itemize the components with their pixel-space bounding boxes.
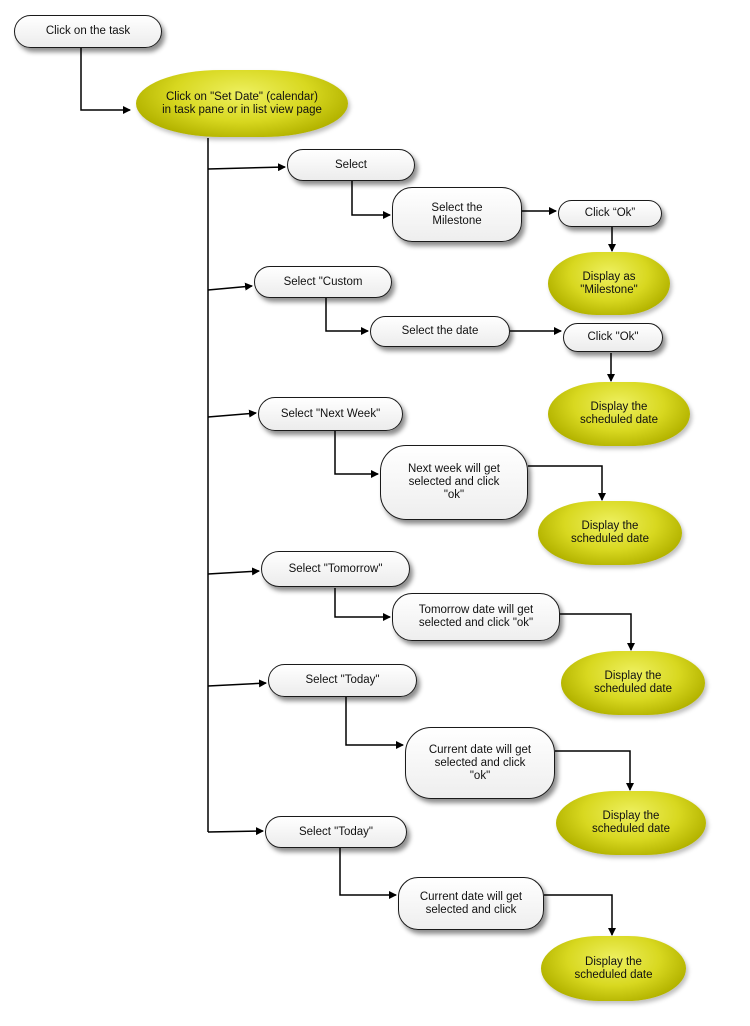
connector-trunk-tomorrow	[207, 567, 260, 576]
connector-today2-box	[339, 848, 397, 899]
connector-task-to-setdate	[80, 48, 131, 114]
connector-today1-box	[345, 697, 404, 749]
select-milestone-node: Select the Milestone	[392, 187, 522, 242]
connector-trunk-custom	[207, 282, 253, 291]
select-today-node-2: Select "Today"	[265, 816, 407, 848]
connector-tomorrow-box	[334, 588, 391, 621]
connector-tomorrow-display	[560, 613, 635, 651]
connector-trunk-nextweek	[207, 409, 257, 418]
connector-custom-date	[325, 298, 369, 335]
select-next-week-node: Select "Next Week"	[258, 397, 403, 431]
connector-today1-display	[555, 750, 634, 791]
connector-trunk-today1	[207, 679, 267, 688]
select-today-node-1: Select "Today"	[268, 664, 417, 697]
connector-nextweek-box	[334, 431, 379, 478]
display-scheduled-date-node-3: Display the scheduled date	[561, 651, 705, 715]
display-scheduled-date-node-1: Display the scheduled date	[548, 382, 690, 446]
connector-nextweek-display	[528, 465, 606, 501]
current-date-selected-node-1: Current date will get selected and click…	[405, 727, 555, 799]
click-ok-node-2: Click "Ok"	[563, 323, 663, 352]
connector-today2-display	[544, 894, 616, 936]
display-scheduled-date-node-2: Display the scheduled date	[538, 501, 682, 565]
connector-select-milestone	[351, 181, 391, 219]
connector-trunk-select	[207, 163, 286, 172]
select-the-date-node: Select the date	[370, 316, 510, 347]
next-week-selected-node: Next week will get selected and click "o…	[380, 445, 528, 520]
connector-trunk-today2	[207, 827, 264, 836]
set-date-node: Click on "Set Date" (calendar) in task p…	[136, 70, 348, 137]
display-scheduled-date-node-5: Display the scheduled date	[541, 936, 686, 1001]
display-scheduled-date-node-4: Display the scheduled date	[556, 791, 706, 855]
select-node: Select	[287, 149, 415, 181]
tomorrow-selected-node: Tomorrow date will get selected and clic…	[392, 593, 560, 641]
select-tomorrow-node: Select "Tomorrow"	[261, 551, 410, 587]
display-as-milestone-node: Display as "Milestone"	[548, 252, 670, 315]
click-on-task-node: Click on the task	[14, 15, 162, 48]
current-date-selected-node-2: Current date will get selected and click	[398, 877, 544, 930]
select-custom-node: Select "Custom	[254, 266, 392, 298]
click-ok-node-1: Click “Ok”	[558, 200, 662, 227]
